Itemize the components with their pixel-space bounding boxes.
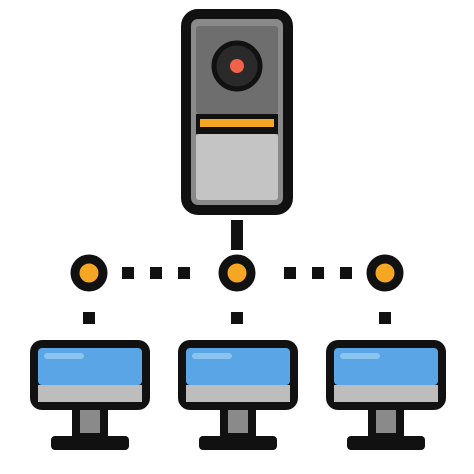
dash xyxy=(231,312,243,324)
dash xyxy=(178,267,190,279)
monitor-bezel xyxy=(186,385,290,402)
computer-monitor-icon xyxy=(178,340,298,450)
screen-highlight xyxy=(192,353,232,359)
stand-neck-fill xyxy=(376,403,396,433)
stand-base xyxy=(347,436,425,450)
stand-neck-fill xyxy=(80,403,100,433)
dash xyxy=(312,267,324,279)
server-lower-panel xyxy=(196,134,278,200)
server-led-icon xyxy=(230,59,244,73)
monitor-bezel xyxy=(38,385,142,402)
network-node-icon xyxy=(218,254,256,292)
dash xyxy=(83,312,95,324)
network-node-icon xyxy=(366,254,404,292)
network-node-icon xyxy=(70,254,108,292)
monitor-bezel xyxy=(334,385,438,402)
screen-highlight xyxy=(340,353,380,359)
computer-monitor-icon xyxy=(30,340,150,450)
server-uplink xyxy=(231,220,243,250)
network-connector-icon xyxy=(70,220,404,324)
dash xyxy=(340,267,352,279)
computer-monitor-icon xyxy=(326,340,446,450)
dash xyxy=(150,267,162,279)
dash xyxy=(284,267,296,279)
stand-base xyxy=(51,436,129,450)
dash xyxy=(379,312,391,324)
stand-neck-fill xyxy=(228,403,248,433)
screen-highlight xyxy=(44,353,84,359)
server-tower-icon xyxy=(181,9,293,215)
stand-base xyxy=(199,436,277,450)
server-stripe-accent xyxy=(200,119,274,127)
dash xyxy=(122,267,134,279)
